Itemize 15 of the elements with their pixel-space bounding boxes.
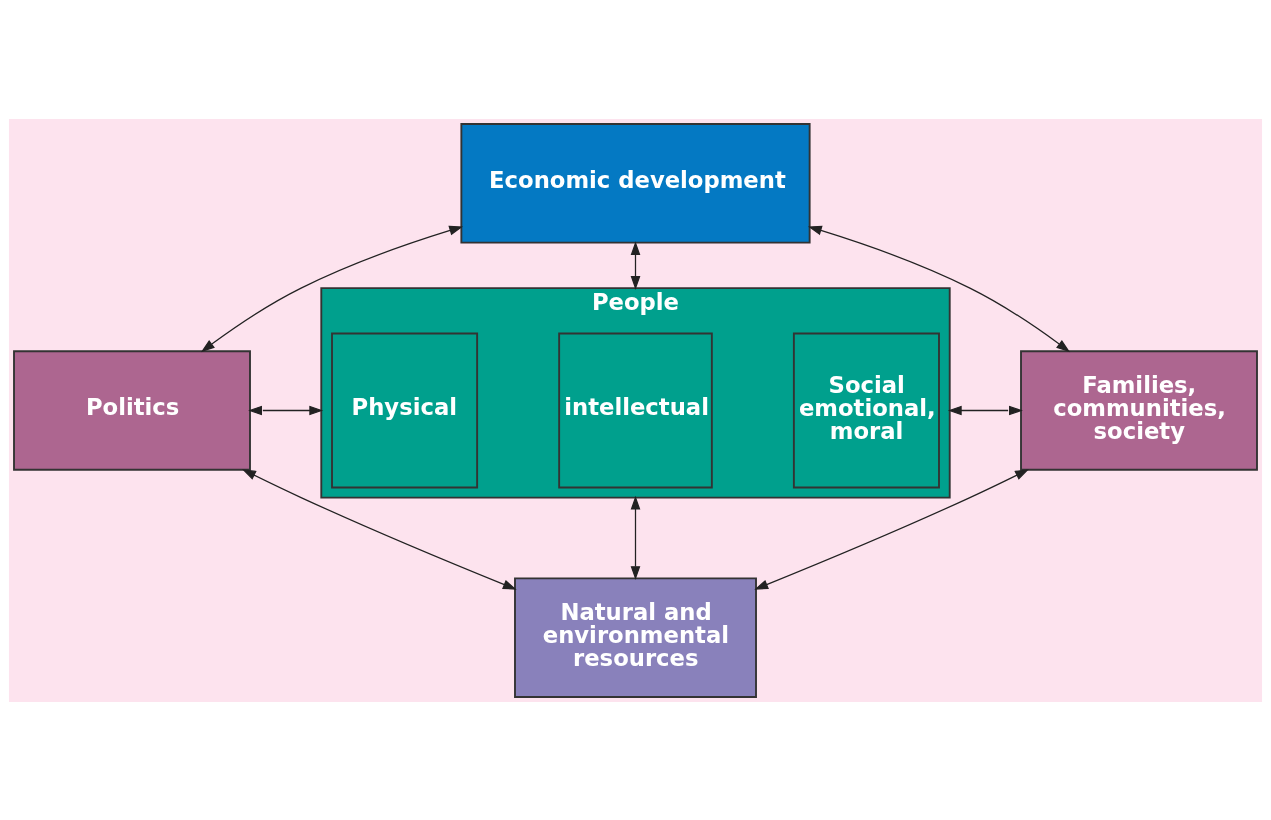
arrow: [630, 240, 641, 290]
node-box: Families, communities, society: [1020, 349, 1258, 471]
arrow: [947, 405, 1023, 415]
arrow: [248, 405, 324, 415]
node-box: Politics: [13, 349, 251, 471]
arrow: [754, 468, 1029, 590]
node-box: Natural and environmental resources: [514, 576, 757, 698]
node-box: Physical: [331, 332, 479, 488]
node-box: Social emotional, moral: [792, 332, 940, 488]
arrow: [200, 225, 464, 352]
arrow: [807, 225, 1071, 352]
arrow: [242, 468, 517, 590]
node-box: intellectual: [558, 332, 713, 488]
arrow: [630, 495, 641, 580]
node-box: Economic development: [460, 122, 811, 244]
